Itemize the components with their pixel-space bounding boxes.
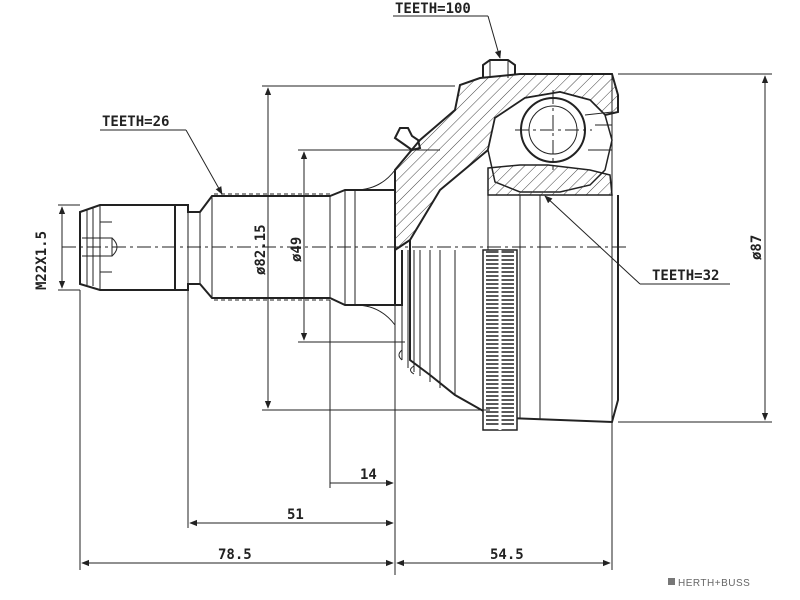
dim-thread: M22X1.5: [34, 231, 50, 290]
logo-mark-icon: [668, 578, 675, 585]
bell-housing: [393, 59, 619, 424]
dimension-lines: [58, 15, 772, 575]
label-teeth-100: TEETH=100: [395, 1, 471, 17]
label-teeth-26: TEETH=26: [102, 114, 169, 130]
dim-dia-82: ø82.15: [253, 224, 269, 275]
logo-text: HERTH+BUSS: [678, 578, 750, 589]
dim-len-14: 14: [360, 467, 377, 483]
shaft: [175, 169, 396, 326]
label-teeth-32: TEETH=32: [652, 268, 719, 284]
dim-dia-87: ø87: [749, 235, 765, 260]
abs-ring: [482, 249, 518, 431]
dim-len-54: 54.5: [490, 547, 524, 563]
dim-len-78: 78.5: [218, 547, 252, 563]
dim-len-51: 51: [287, 507, 304, 523]
dim-dia-49: ø49: [289, 237, 305, 262]
brand-logo: HERTH+BUSS: [668, 578, 750, 589]
